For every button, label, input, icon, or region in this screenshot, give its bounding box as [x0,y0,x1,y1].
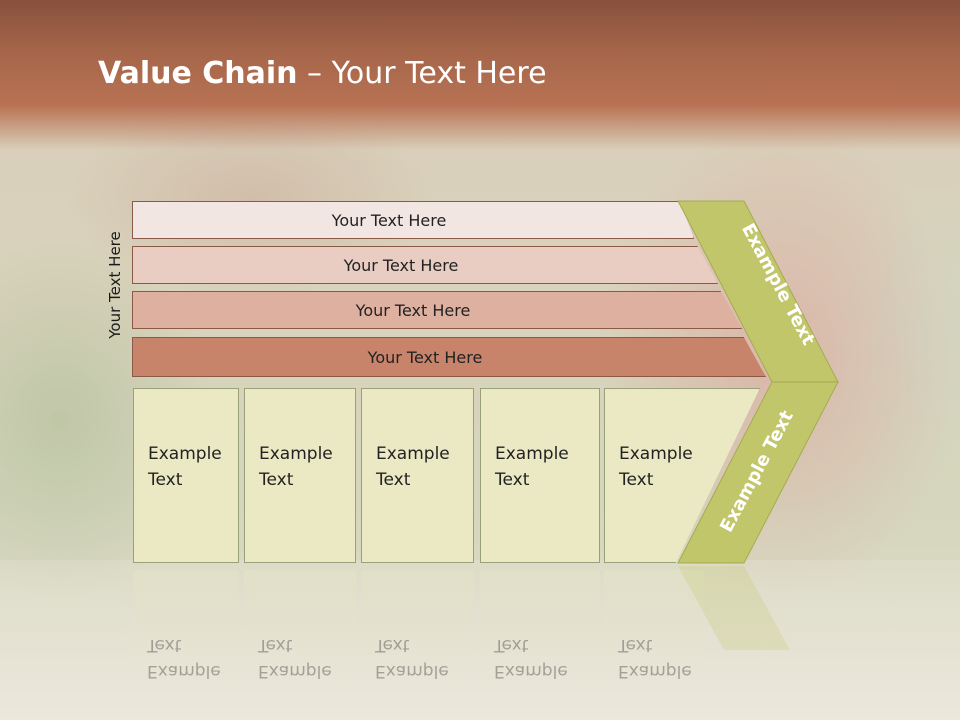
column-3-line2: Text [376,470,411,490]
column-3-line1: Example [376,444,450,464]
bar-1-label: Your Text Here [331,210,447,230]
column-2-line2: Text [259,470,294,490]
header-band [0,0,960,150]
chevron-lower [677,381,839,564]
bar-2-label: Your Text Here [343,255,459,275]
column-4: Example Text [480,388,600,563]
slide-title: Value Chain – Your Text Here [98,56,547,91]
column-1-line1: Example [148,444,222,464]
chevron-lower-reflection [678,566,790,650]
bar-4: Your Text Here [132,337,766,377]
column-4-line2: Text [495,470,530,490]
column-2-line1: Example [259,444,333,464]
bar-3-label: Your Text Here [355,300,471,320]
column-1: Example Text [133,388,239,563]
bar-2: Your Text Here [132,246,718,284]
column-5-line1: Example [619,444,693,464]
column-3: Example Text [361,388,474,563]
column-1-line2: Text [148,470,183,490]
background-bottom-fade [0,560,960,720]
column-4-line1: Example [495,444,569,464]
column-5-line2: Text [619,470,654,490]
title-rest: – Your Text Here [297,56,547,91]
title-bold: Value Chain [98,56,298,91]
bar-4-label: Your Text Here [367,347,483,367]
bar-3: Your Text Here [132,291,742,329]
bar-1: Your Text Here [132,201,694,239]
column-2: Example Text [244,388,356,563]
